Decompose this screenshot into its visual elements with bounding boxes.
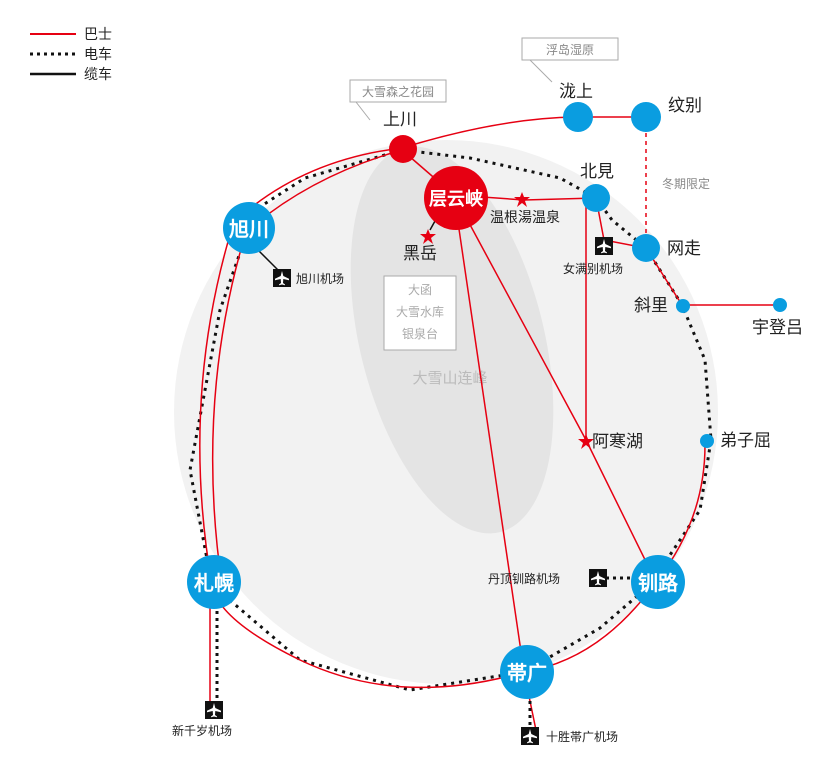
station-kamikawa[interactable]: 上川 (383, 110, 417, 163)
airport-kushiro[interactable]: 丹顶钏路机场 (488, 569, 607, 587)
svg-text:十胜帯广机场: 十胜帯广机场 (546, 729, 618, 744)
svg-text:大函: 大函 (408, 283, 432, 297)
svg-text:新千岁机场: 新千岁机场 (172, 723, 232, 738)
svg-text:帯广: 帯广 (507, 661, 547, 685)
station-kitami[interactable]: 北見 (580, 162, 614, 212)
star-icon-akan[interactable]: 阿寒湖 (578, 432, 643, 452)
station-monbetsu[interactable]: 纹别 (631, 96, 702, 132)
station-kushiro[interactable]: 钏路 (631, 555, 685, 609)
legend-bus: 巴士 (84, 27, 112, 43)
airplane-icon (589, 569, 607, 587)
svg-text:旭川: 旭川 (228, 217, 269, 241)
svg-text:纹别: 纹别 (668, 96, 702, 116)
svg-text:大雪森之花园: 大雪森之花园 (362, 84, 434, 99)
station-takinoue[interactable]: 泷上 (559, 82, 593, 132)
svg-text:北見: 北見 (580, 162, 614, 182)
station-sapporo[interactable]: 札幌 (187, 555, 241, 609)
station-abashiri[interactable]: 网走 (632, 234, 701, 262)
legend-cable: 缆车 (84, 66, 112, 83)
svg-text:女满别机场: 女满别机场 (563, 261, 623, 276)
svg-text:弟子屈: 弟子屈 (720, 431, 771, 451)
spot-kurodake-label: 黑岳 (403, 244, 437, 264)
station-utoro[interactable]: 宇登吕 (752, 298, 803, 338)
station-sounkyo[interactable]: 层云峡 (424, 166, 488, 230)
station-shari[interactable]: 斜里 (634, 296, 690, 316)
airport-memanbetsu[interactable]: 女满别机场 (563, 237, 623, 276)
svg-text:丹顶钏路机场: 丹顶钏路机场 (488, 571, 560, 586)
svg-text:斜里: 斜里 (634, 296, 668, 316)
svg-text:钏路: 钏路 (638, 571, 679, 595)
svg-text:大雪水库: 大雪水库 (396, 304, 444, 319)
station-obihiro[interactable]: 帯广 (500, 645, 554, 699)
region-label: 大雪山连峰 (412, 369, 487, 387)
svg-text:泷上: 泷上 (559, 82, 593, 102)
airplane-icon (205, 701, 223, 719)
svg-text:浮岛湿原: 浮岛湿原 (546, 42, 594, 57)
star-icon-kurodake[interactable]: 黑岳 (403, 229, 437, 264)
airplane-icon (273, 269, 291, 287)
svg-text:旭川机场: 旭川机场 (296, 272, 344, 286)
svg-text:宇登吕: 宇登吕 (752, 318, 803, 338)
svg-text:银泉台: 银泉台 (402, 326, 438, 341)
star-icon-onneyu[interactable]: 温根湯温泉 (490, 192, 560, 226)
station-asahikawa[interactable]: 旭川 (223, 202, 275, 254)
airplane-icon (595, 237, 613, 255)
rail-loop (188, 148, 713, 692)
winter-only-note: 冬期限定 (662, 176, 710, 191)
station-teshikaga[interactable]: 弟子屈 (700, 431, 771, 451)
callout-daisetsu-garden: 大雪森之花园 (349, 79, 447, 121)
svg-text:札幌: 札幌 (193, 571, 234, 595)
svg-text:网走: 网走 (667, 239, 701, 259)
spot-onneyu-label: 温根湯温泉 (490, 209, 560, 226)
svg-text:层云峡: 层云峡 (429, 188, 484, 210)
airport-tokachi[interactable]: 十胜帯广机场 (521, 727, 618, 745)
legend: 巴士 电车 缆车 (30, 27, 112, 83)
callout-kurodake: 大函 大雪水库 银泉台 (383, 275, 457, 351)
airplane-icon (521, 727, 539, 745)
spot-akan-label: 阿寒湖 (592, 432, 643, 452)
airport-asahikawa[interactable]: 旭川机场 (273, 269, 344, 287)
airport-chitose[interactable]: 新千岁机场 (172, 701, 232, 738)
svg-text:上川: 上川 (383, 110, 417, 130)
callout-furen: 浮岛湿原 (521, 37, 619, 83)
legend-train: 电车 (84, 46, 112, 63)
